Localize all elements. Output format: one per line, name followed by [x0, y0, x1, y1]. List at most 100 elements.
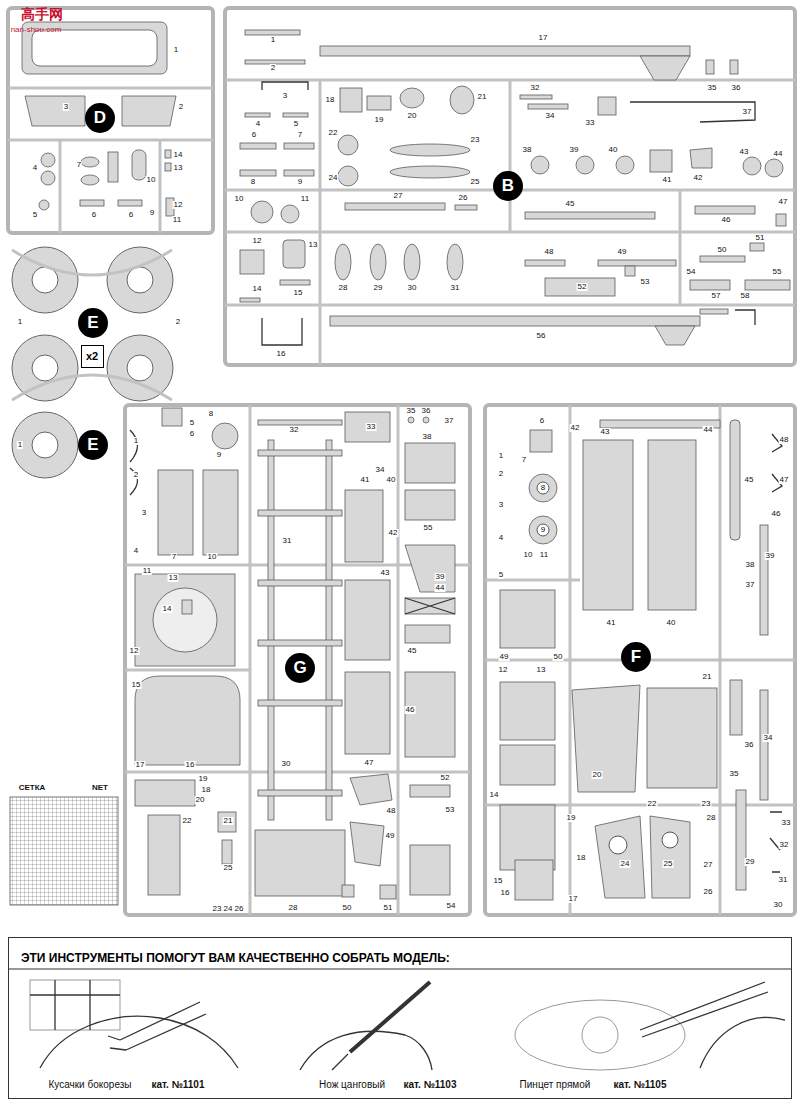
sprue-b-part: [750, 243, 764, 251]
tools-illustration-part: [515, 1000, 685, 1070]
callout-number: 16: [185, 761, 196, 769]
sprue-g-part: [135, 574, 235, 666]
callout-number: 38: [745, 561, 756, 569]
tool-caption: кат. №1103: [403, 1080, 458, 1090]
sprue-d-part: [159, 140, 162, 233]
sprue-b-part: [640, 56, 690, 80]
sprue-g-part: [258, 420, 342, 425]
sprue-g-part: [258, 580, 342, 586]
sprue-b-part: [251, 201, 273, 223]
callout-number: 21: [477, 93, 488, 101]
callout-number: 30: [407, 284, 418, 292]
callout-number: 8: [540, 484, 546, 492]
sprue-b-part: [528, 104, 568, 109]
sprue-b-part: [695, 206, 755, 214]
callout-number: 39: [765, 552, 776, 560]
sprue-f-part: [648, 440, 696, 610]
sprue-b-part: [447, 244, 463, 280]
watermark: nan-shou.com: [10, 26, 63, 34]
callout-number: 55: [772, 268, 783, 276]
sprue-f-part: [500, 745, 555, 785]
sprue-f-part: [650, 816, 690, 898]
callout-number: 29: [745, 858, 756, 866]
node-text: x2: [86, 350, 98, 362]
sprue-b-part: [745, 280, 790, 290]
callout-number: 34: [763, 734, 774, 742]
callout-number: 9: [540, 526, 546, 534]
sprue-g-part: [268, 440, 274, 820]
callout-number: 47: [779, 476, 790, 484]
sprue-d-part: [81, 175, 99, 185]
callout-number: 3: [141, 509, 147, 517]
sprue-g-part: [258, 450, 342, 456]
callout-number: 2: [498, 470, 504, 478]
sprue-letter: D: [85, 103, 115, 133]
sprue-letter: B: [493, 171, 523, 201]
sprue-d: [8, 8, 213, 233]
callout-number: 48: [779, 436, 790, 444]
callout-number: 9: [297, 178, 303, 186]
sprue-g-part: [258, 640, 342, 646]
callout-number: 17: [568, 895, 579, 903]
callout-number: 43: [380, 569, 391, 577]
callout-number: 2: [133, 471, 139, 479]
sprue-b-part: [735, 310, 755, 325]
sprue-letter: E: [78, 430, 108, 460]
callout-number: 3: [498, 501, 504, 509]
wheel-sprue-part: [127, 355, 153, 381]
sprue-b-part: [520, 95, 552, 99]
callout-number: 1: [498, 452, 504, 460]
sprue-b-part: [390, 166, 470, 178]
sprue-g-part: [249, 405, 252, 915]
callout-number: 33: [781, 819, 792, 827]
sprue-b-part: [743, 157, 761, 175]
tools-illustration-part: [30, 980, 120, 1030]
sprue-b-part: [283, 240, 305, 268]
callout-number: 53: [640, 278, 651, 286]
sprue-f-part: [529, 516, 557, 544]
sprue-f-part: [529, 474, 557, 502]
callout-number: 48: [544, 248, 555, 256]
sprue-b-part: [338, 166, 358, 186]
sprue-f-part: [647, 688, 717, 788]
sprue-d-part: [81, 157, 99, 167]
callout-number: 11: [539, 551, 549, 559]
callout-number: 36: [744, 741, 755, 749]
callout-number: 21: [702, 673, 713, 681]
callout-number: 12: [498, 666, 509, 674]
callout-number: 6: [91, 211, 97, 219]
sprue-b-part: [225, 304, 795, 307]
callout-number: 23: [212, 905, 223, 913]
sprue-g-part: [342, 885, 354, 897]
callout-number: 36: [731, 84, 742, 92]
callout-number: 20: [195, 796, 206, 804]
callout-number: 46: [721, 216, 732, 224]
tools-illustration-part: [30, 980, 120, 1030]
sprue-b-part: [283, 113, 308, 117]
callout-number: 15: [131, 681, 142, 689]
callout-number: 4: [32, 164, 38, 172]
sprue-f-part: [760, 525, 768, 635]
callout-number: 44: [773, 150, 784, 158]
sprue-b-part: [390, 144, 470, 156]
sprue-g-part: [345, 580, 390, 660]
callout-number: 40: [608, 146, 619, 154]
sprue-b-part: [616, 156, 634, 174]
callout-number: 2: [178, 103, 184, 111]
callout-number: 7: [171, 553, 177, 561]
sprue-b-part: [598, 97, 616, 115]
sprue-g-part: [350, 774, 392, 805]
callout-number: 22: [328, 129, 339, 137]
callout-number: 45: [565, 200, 576, 208]
sprue-b-part: [679, 190, 682, 305]
callout-number: 30: [773, 901, 784, 909]
tool-caption: Пинцет прямой: [519, 1080, 592, 1090]
sprue-b-part: [765, 159, 783, 177]
callout-number: 37: [742, 108, 753, 116]
tools-illustration-part: [640, 982, 768, 1037]
wheel-sprue-part: [127, 267, 153, 293]
sprue-g-part: [218, 812, 236, 832]
callout-number: 31: [282, 537, 293, 545]
sprue-g-part: [405, 443, 455, 483]
